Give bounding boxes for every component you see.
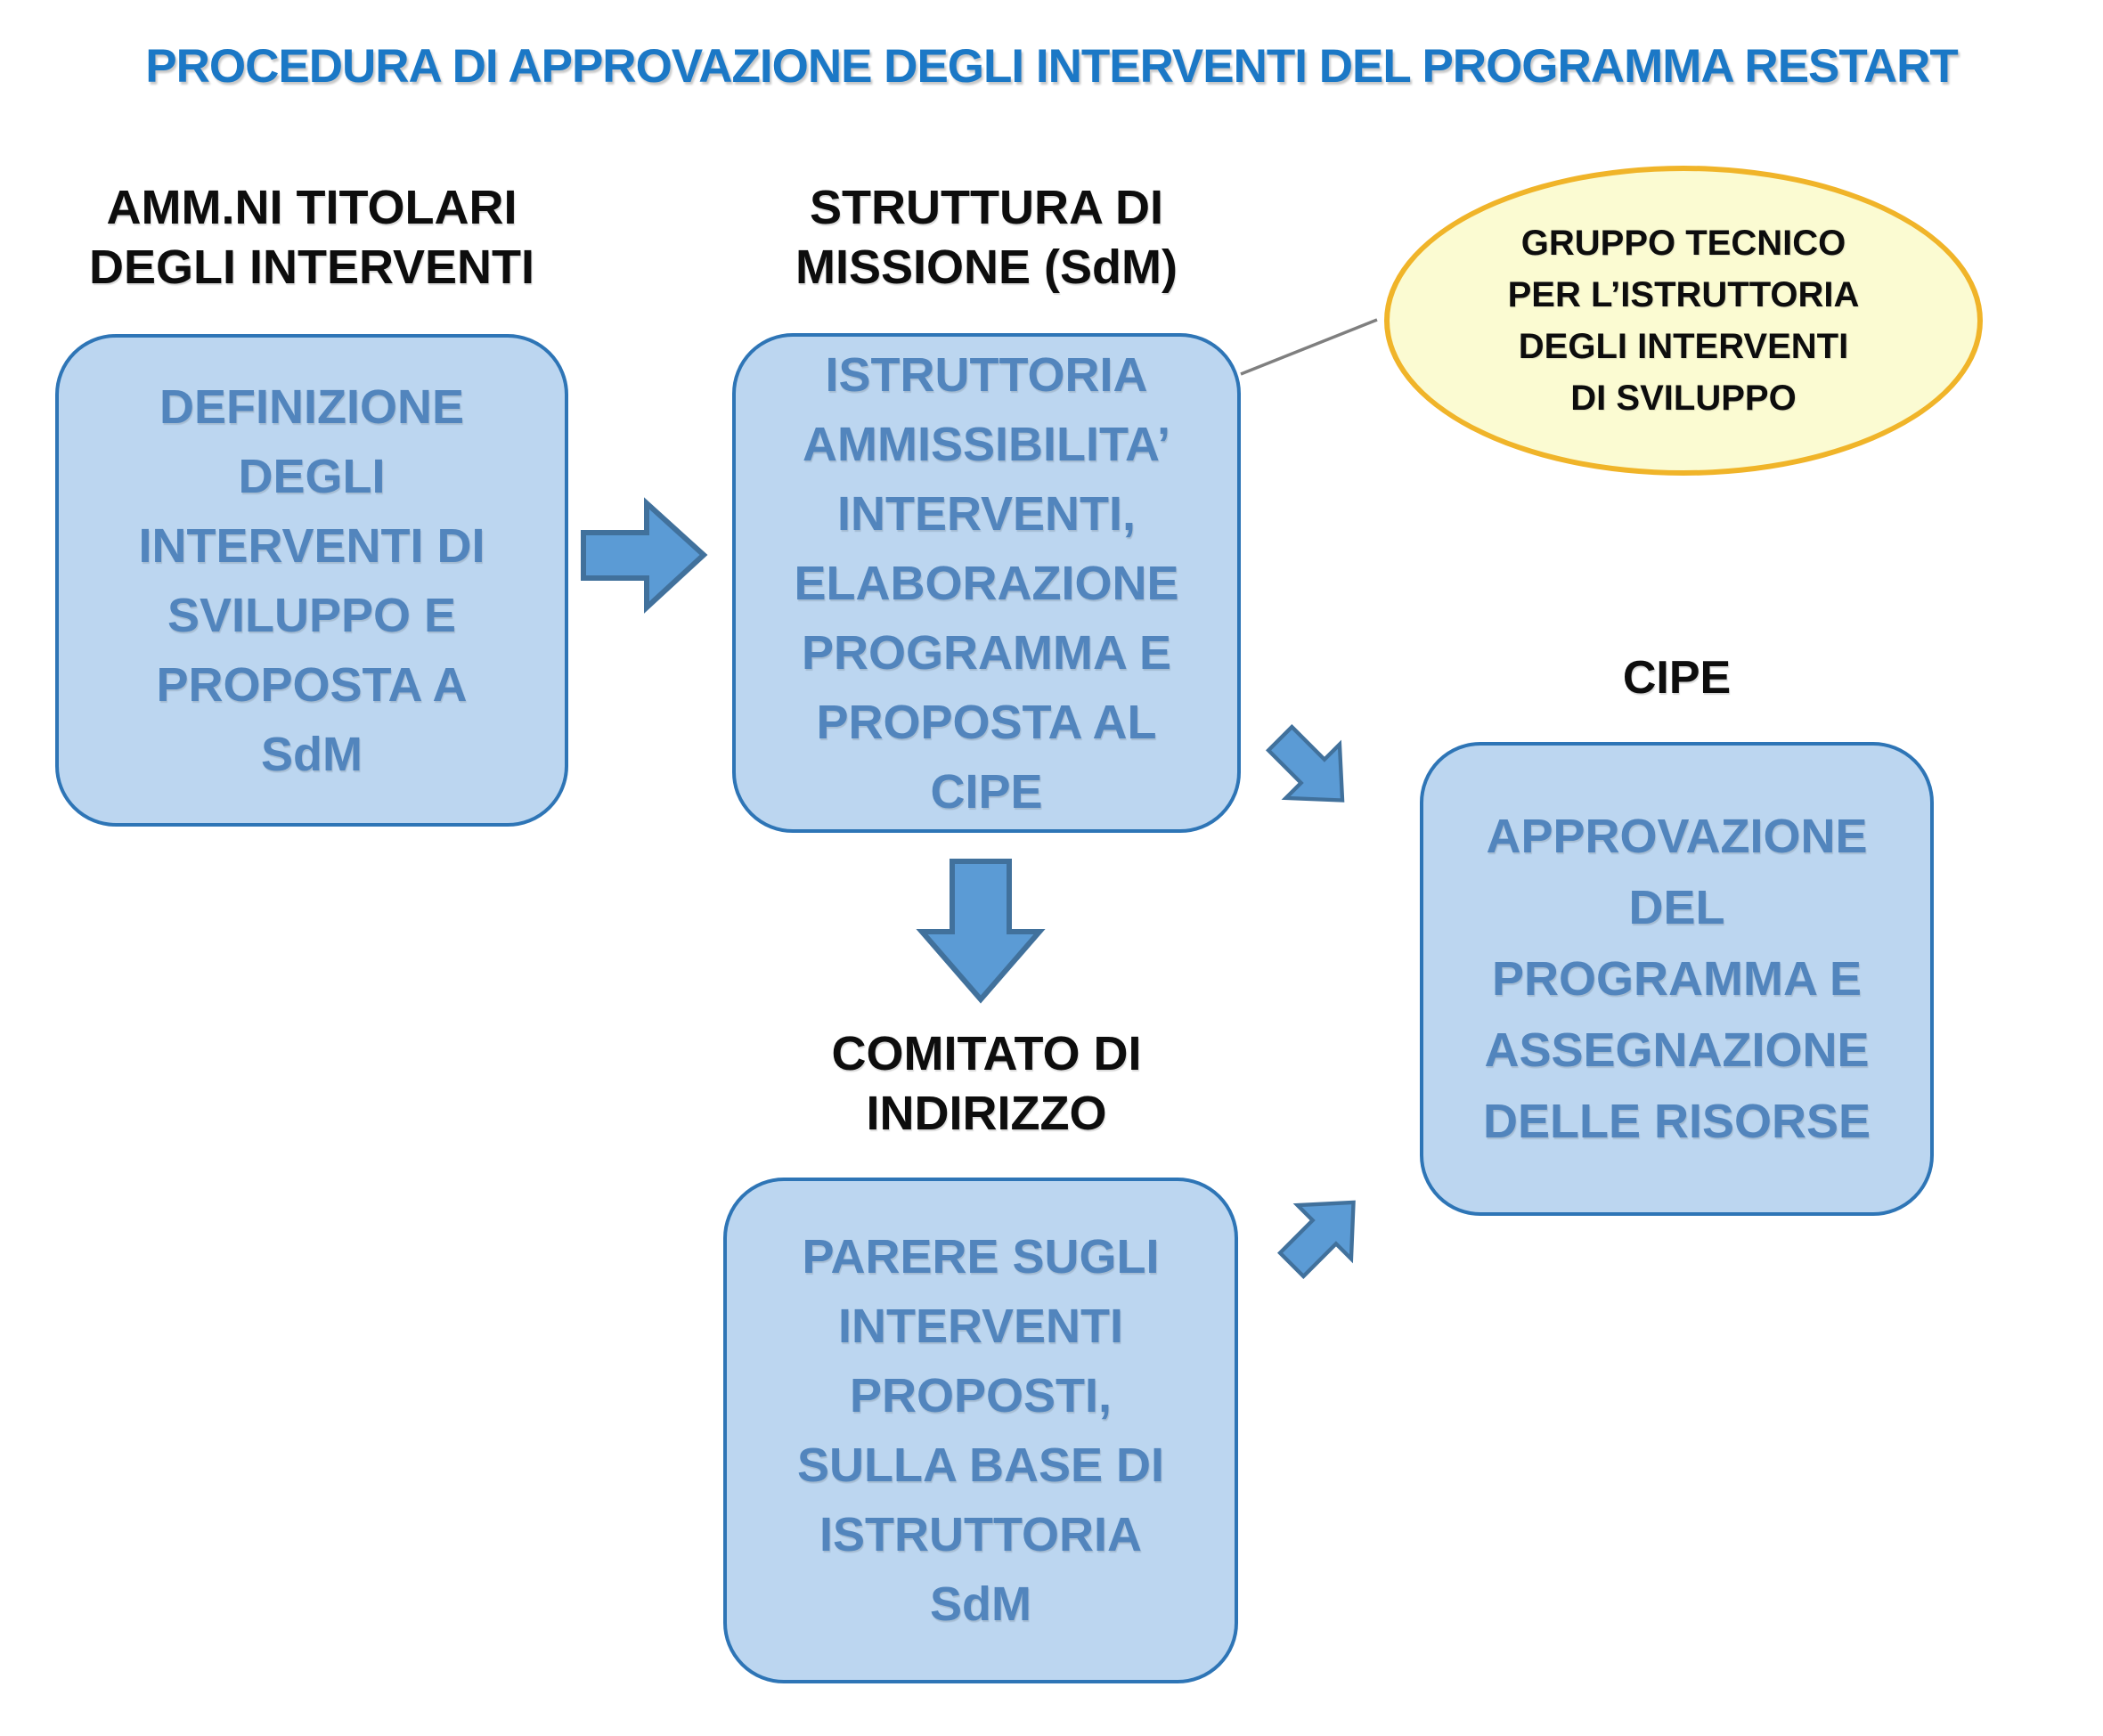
node-cipe: APPROVAZIONE DEL PROGRAMMA E ASSEGNAZION… xyxy=(1420,742,1934,1216)
arrow-up-right-icon xyxy=(1276,1200,1356,1280)
heading-amministrazioni: AMM.NI TITOLARI DEGLI INTERVENTI xyxy=(88,181,535,294)
heading-sdm: STRUTTURA DI MISSIONE (SdM) xyxy=(795,181,1178,294)
node-gruppo-tecnico: GRUPPO TECNICO PER L’ISTRUTTORIA DEGLI I… xyxy=(1384,166,1983,476)
arrow-down-right-icon xyxy=(1265,723,1345,803)
node-sdm: ISTRUTTORIA AMMISSIBILITA’ INTERVENTI, E… xyxy=(732,333,1241,833)
connector-line xyxy=(1240,318,1378,376)
page-title: PROCEDURA DI APPROVAZIONE DEGLI INTERVEN… xyxy=(145,40,1959,93)
heading-comitato: COMITATO DI INDIRIZZO xyxy=(831,1027,1142,1140)
node-comitato: PARERE SUGLI INTERVENTI PROPOSTI, SULLA … xyxy=(723,1178,1238,1683)
arrow-down-icon xyxy=(916,859,1046,1004)
arrow-right-icon xyxy=(581,497,708,614)
node-amministrazioni: DEFINIZIONE DEGLI INTERVENTI DI SVILUPPO… xyxy=(55,334,568,827)
heading-cipe: CIPE xyxy=(1622,652,1732,704)
